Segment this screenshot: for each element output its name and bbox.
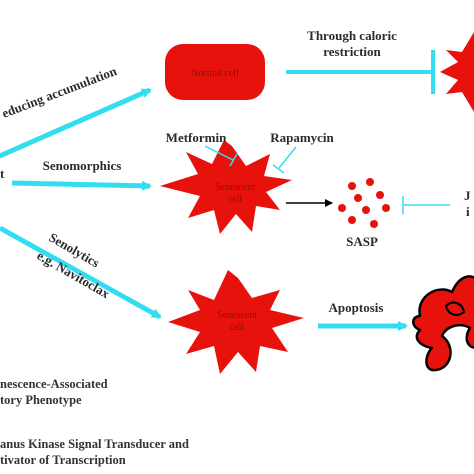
sasp-dot [366,178,374,186]
apoptosis-label: Apoptosis [329,300,384,315]
normal-cell [165,44,265,100]
senescent-top-label: Senescent [215,182,255,193]
sasp-dot [362,206,370,214]
metformin-inhibitor-bar [229,153,238,167]
legend-jak: anus Kinase Signal Transducer and tivato… [0,436,189,468]
right-edge-starburst-top [440,32,474,112]
jak-right-label: J [464,188,471,203]
sasp-dot [354,194,362,202]
jak-right-label-2: i [466,204,470,219]
senescent-cell-top [160,140,292,234]
normal-cell-label: Normal cell [191,68,239,79]
senomorphics-label: Senomorphics [43,158,122,173]
senescent-cell-bottom [168,270,304,374]
sasp-dot [338,204,346,212]
legend-sasp-line1: nescence-Associated [0,377,108,391]
legend-jak-line1: anus Kinase Signal Transducer and [0,437,189,451]
legend-jak-line2: tivator of Transcription [0,453,126,467]
left-cut-label: t [0,166,5,181]
legend-sasp-line2: tory Phenotype [0,393,82,407]
senescent-top-label-2: cell [228,194,243,205]
senolytics-arrow [0,225,162,320]
senescent-bottom-label: Senescent [217,310,257,321]
metformin-label: Metformin [166,130,227,145]
senescent-bottom-label-2: cell [230,322,245,333]
metformin-inhibitor [204,145,234,161]
apoptotic-cell [412,275,474,372]
rapamycin-inhibitor [278,146,297,169]
through-caloric-label: Through caloric [307,28,397,43]
sasp-particles [338,178,390,228]
rapamycin-label: Rapamycin [270,130,334,145]
legend-sasp: nescence-Associated tory Phenotype [0,376,108,408]
sasp-dot [370,220,378,228]
sasp-dot [376,191,384,199]
sasp-dot [348,216,356,224]
apoptotic-cell-inner [444,301,466,316]
rapamycin-inhibitor-bar [272,164,285,174]
sasp-dot [348,182,356,190]
sasp-label: SASP [346,234,378,249]
restriction-label: restriction [323,44,381,59]
sasp-dot [382,204,390,212]
senomorphics-arrow [11,180,152,191]
reducing-accumulation-arrow [0,87,152,159]
